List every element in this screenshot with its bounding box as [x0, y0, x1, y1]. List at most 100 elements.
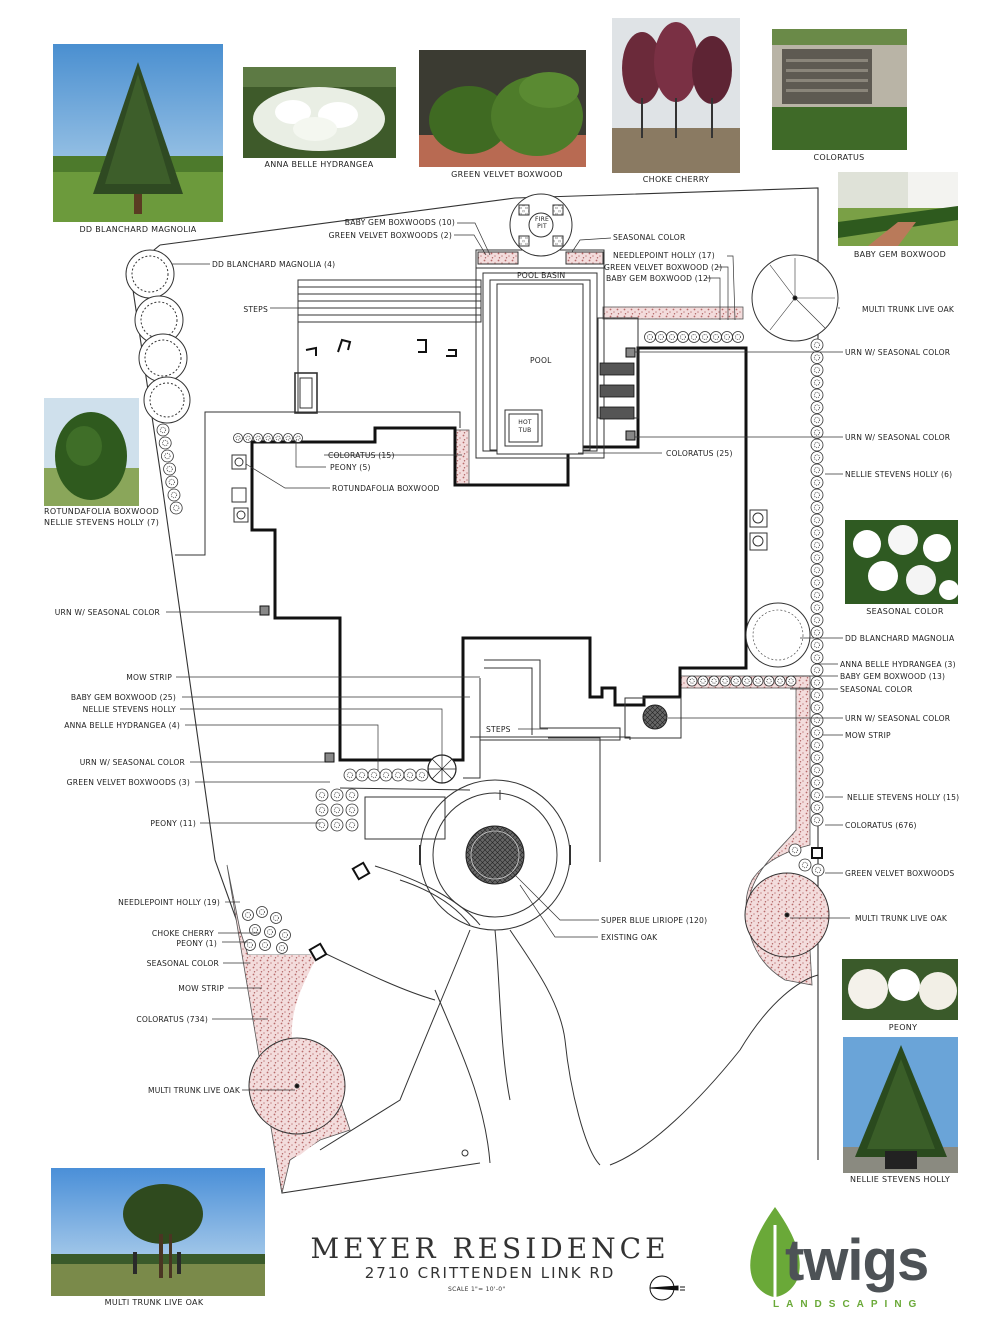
- boxwood-shrub-center: [406, 771, 414, 779]
- holly-shrub: [810, 763, 824, 777]
- label-needlepoint-17: NEEDLEPOINT HOLLY (17): [613, 251, 715, 260]
- label-nellie-15: NELLIE STEVENS HOLLY (15): [847, 793, 960, 802]
- caption-magnolia: DD BLANCHARD MAGNOLIA: [79, 225, 197, 234]
- needlepoint-shrub-center: [247, 942, 253, 948]
- peony-shrub: [345, 788, 359, 802]
- terrace-furniture: [305, 338, 457, 357]
- boxwood-shrub-center: [285, 435, 291, 441]
- boxwood-shrub: [741, 675, 753, 687]
- photo-magnolia: [53, 44, 223, 222]
- label-urn-left: URN w/ SEASONAL COLOR: [54, 608, 160, 617]
- caption-nellie-left: NELLIE STEVENS HOLLY (7): [44, 518, 160, 527]
- holly-shrub: [810, 751, 824, 764]
- holly-shrub: [810, 726, 824, 739]
- peony-shrub-center: [333, 806, 341, 814]
- label-seasonal-l: SEASONAL COLOR: [146, 959, 219, 968]
- holly-shrub-center: [813, 366, 821, 374]
- holly-shrub-center: [813, 354, 821, 361]
- label-seasonal-r: SEASONAL COLOR: [840, 685, 913, 694]
- peony-shrub-center: [318, 821, 326, 829]
- needlepoint-shrub-center: [252, 927, 258, 933]
- holly-shrub: [158, 436, 172, 450]
- boxwood-shrub: [391, 768, 405, 782]
- holly-shrub: [810, 688, 824, 702]
- holly-shrub: [810, 476, 824, 489]
- label-urn-l2: URN w/ SEASONAL COLOR: [79, 758, 185, 767]
- boxwood-shrub: [644, 331, 656, 343]
- holly-shrub-center: [813, 479, 821, 486]
- label-baby-gem-12: BABY GEM BOXWOOD (12): [606, 274, 712, 283]
- holly-shrub-center: [173, 504, 180, 512]
- label-urn-r2: URN w/ SEASONAL COLOR: [845, 714, 951, 723]
- label-urn-2: URN w/ SEASONAL COLOR: [845, 433, 951, 442]
- photo-rotundafolia: [44, 398, 139, 506]
- boxwood-shrub-center: [755, 678, 761, 684]
- green-velvet-shrub: [788, 843, 802, 857]
- holly-shrub: [163, 462, 177, 476]
- holly-shrub-center: [813, 529, 821, 536]
- boxwood-shrub-center: [394, 771, 402, 779]
- boxwood-shrub-center: [702, 334, 708, 340]
- holly-shrub: [810, 426, 824, 439]
- holly-shrub: [810, 776, 824, 789]
- holly-shrub-center: [162, 439, 169, 447]
- holly-shrub: [160, 449, 174, 463]
- holly-shrub: [156, 423, 170, 437]
- boxwood-shrub: [699, 331, 711, 343]
- holly-shrub-center: [813, 816, 821, 824]
- label-peony-11: PEONY (11): [150, 819, 196, 828]
- label-peony-1: PEONY (1): [176, 939, 217, 948]
- label-live-oak-r: MULTI TRUNK LIVE OAK: [855, 914, 948, 923]
- boxwood-shrub: [343, 768, 357, 782]
- caption-cherry: CHOKE CHERRY: [642, 175, 710, 184]
- holly-shrub: [810, 538, 824, 552]
- holly-shrub-center: [813, 666, 821, 674]
- label-rotunda: ROTUNDAFOLIA BOXWOOD: [332, 484, 440, 493]
- holly-shrub-center: [164, 452, 171, 460]
- boxwood-shrub: [721, 331, 733, 343]
- boxwood-shrub: [666, 331, 678, 343]
- boxwood-shrub: [710, 331, 722, 343]
- holly-shrub-center: [813, 391, 821, 399]
- holly-shrub-center: [813, 466, 821, 474]
- holly-shrub-center: [813, 516, 821, 524]
- hedge-right: [810, 338, 824, 827]
- holly-shrub: [810, 513, 824, 527]
- holly-shrub-center: [813, 541, 821, 549]
- label-fire-pit: FIRE PIT: [535, 216, 549, 230]
- holly-shrub-center: [813, 404, 821, 411]
- peony-shrub: [330, 803, 344, 817]
- live-oaks: [248, 254, 839, 1135]
- holly-shrub: [165, 475, 179, 489]
- holly-shrub-center: [813, 566, 821, 574]
- boxwood-shrub-center: [255, 435, 261, 441]
- magnolias-left: [125, 249, 191, 424]
- holly-shrub: [810, 413, 824, 427]
- holly-shrub: [810, 813, 824, 827]
- hedge-left: [156, 423, 183, 515]
- boxwood-shrub: [355, 768, 369, 782]
- boxwood-shrub-center: [382, 771, 390, 779]
- label-coloratus-676: COLORATUS (676): [845, 821, 917, 830]
- caption-hydrangea: ANNA BELLE HYDRANGEA: [264, 160, 374, 169]
- holly-shrub: [810, 451, 824, 464]
- boxwood-shrub-center: [788, 678, 794, 684]
- north-arrow: [649, 1275, 685, 1301]
- boxwood-shrub-center: [275, 435, 281, 441]
- needlepoint-shrub: [249, 924, 261, 936]
- needlepoint-shrub: [259, 939, 271, 951]
- photo-liveoak: [51, 1168, 265, 1296]
- label-mow-strip-l2: MOW STRIP: [178, 984, 224, 993]
- label-green-velvet-2: GREEN VELVET BOXWOODS (2): [328, 231, 452, 240]
- photo-boxwood: [419, 50, 586, 167]
- label-green-velvet-r: GREEN VELVET BOXWOODS: [845, 869, 955, 878]
- needlepoint-shrub: [276, 942, 288, 954]
- boxwood-shrub-center: [724, 334, 730, 340]
- peony-shrub: [330, 818, 344, 832]
- holly-shrub-center: [813, 654, 821, 661]
- boxwood-shrub: [293, 433, 303, 443]
- boxwood-shrub: [263, 433, 273, 443]
- holly-shrub: [810, 676, 824, 689]
- holly-shrub: [810, 701, 824, 714]
- needlepoint-shrub: [270, 912, 282, 924]
